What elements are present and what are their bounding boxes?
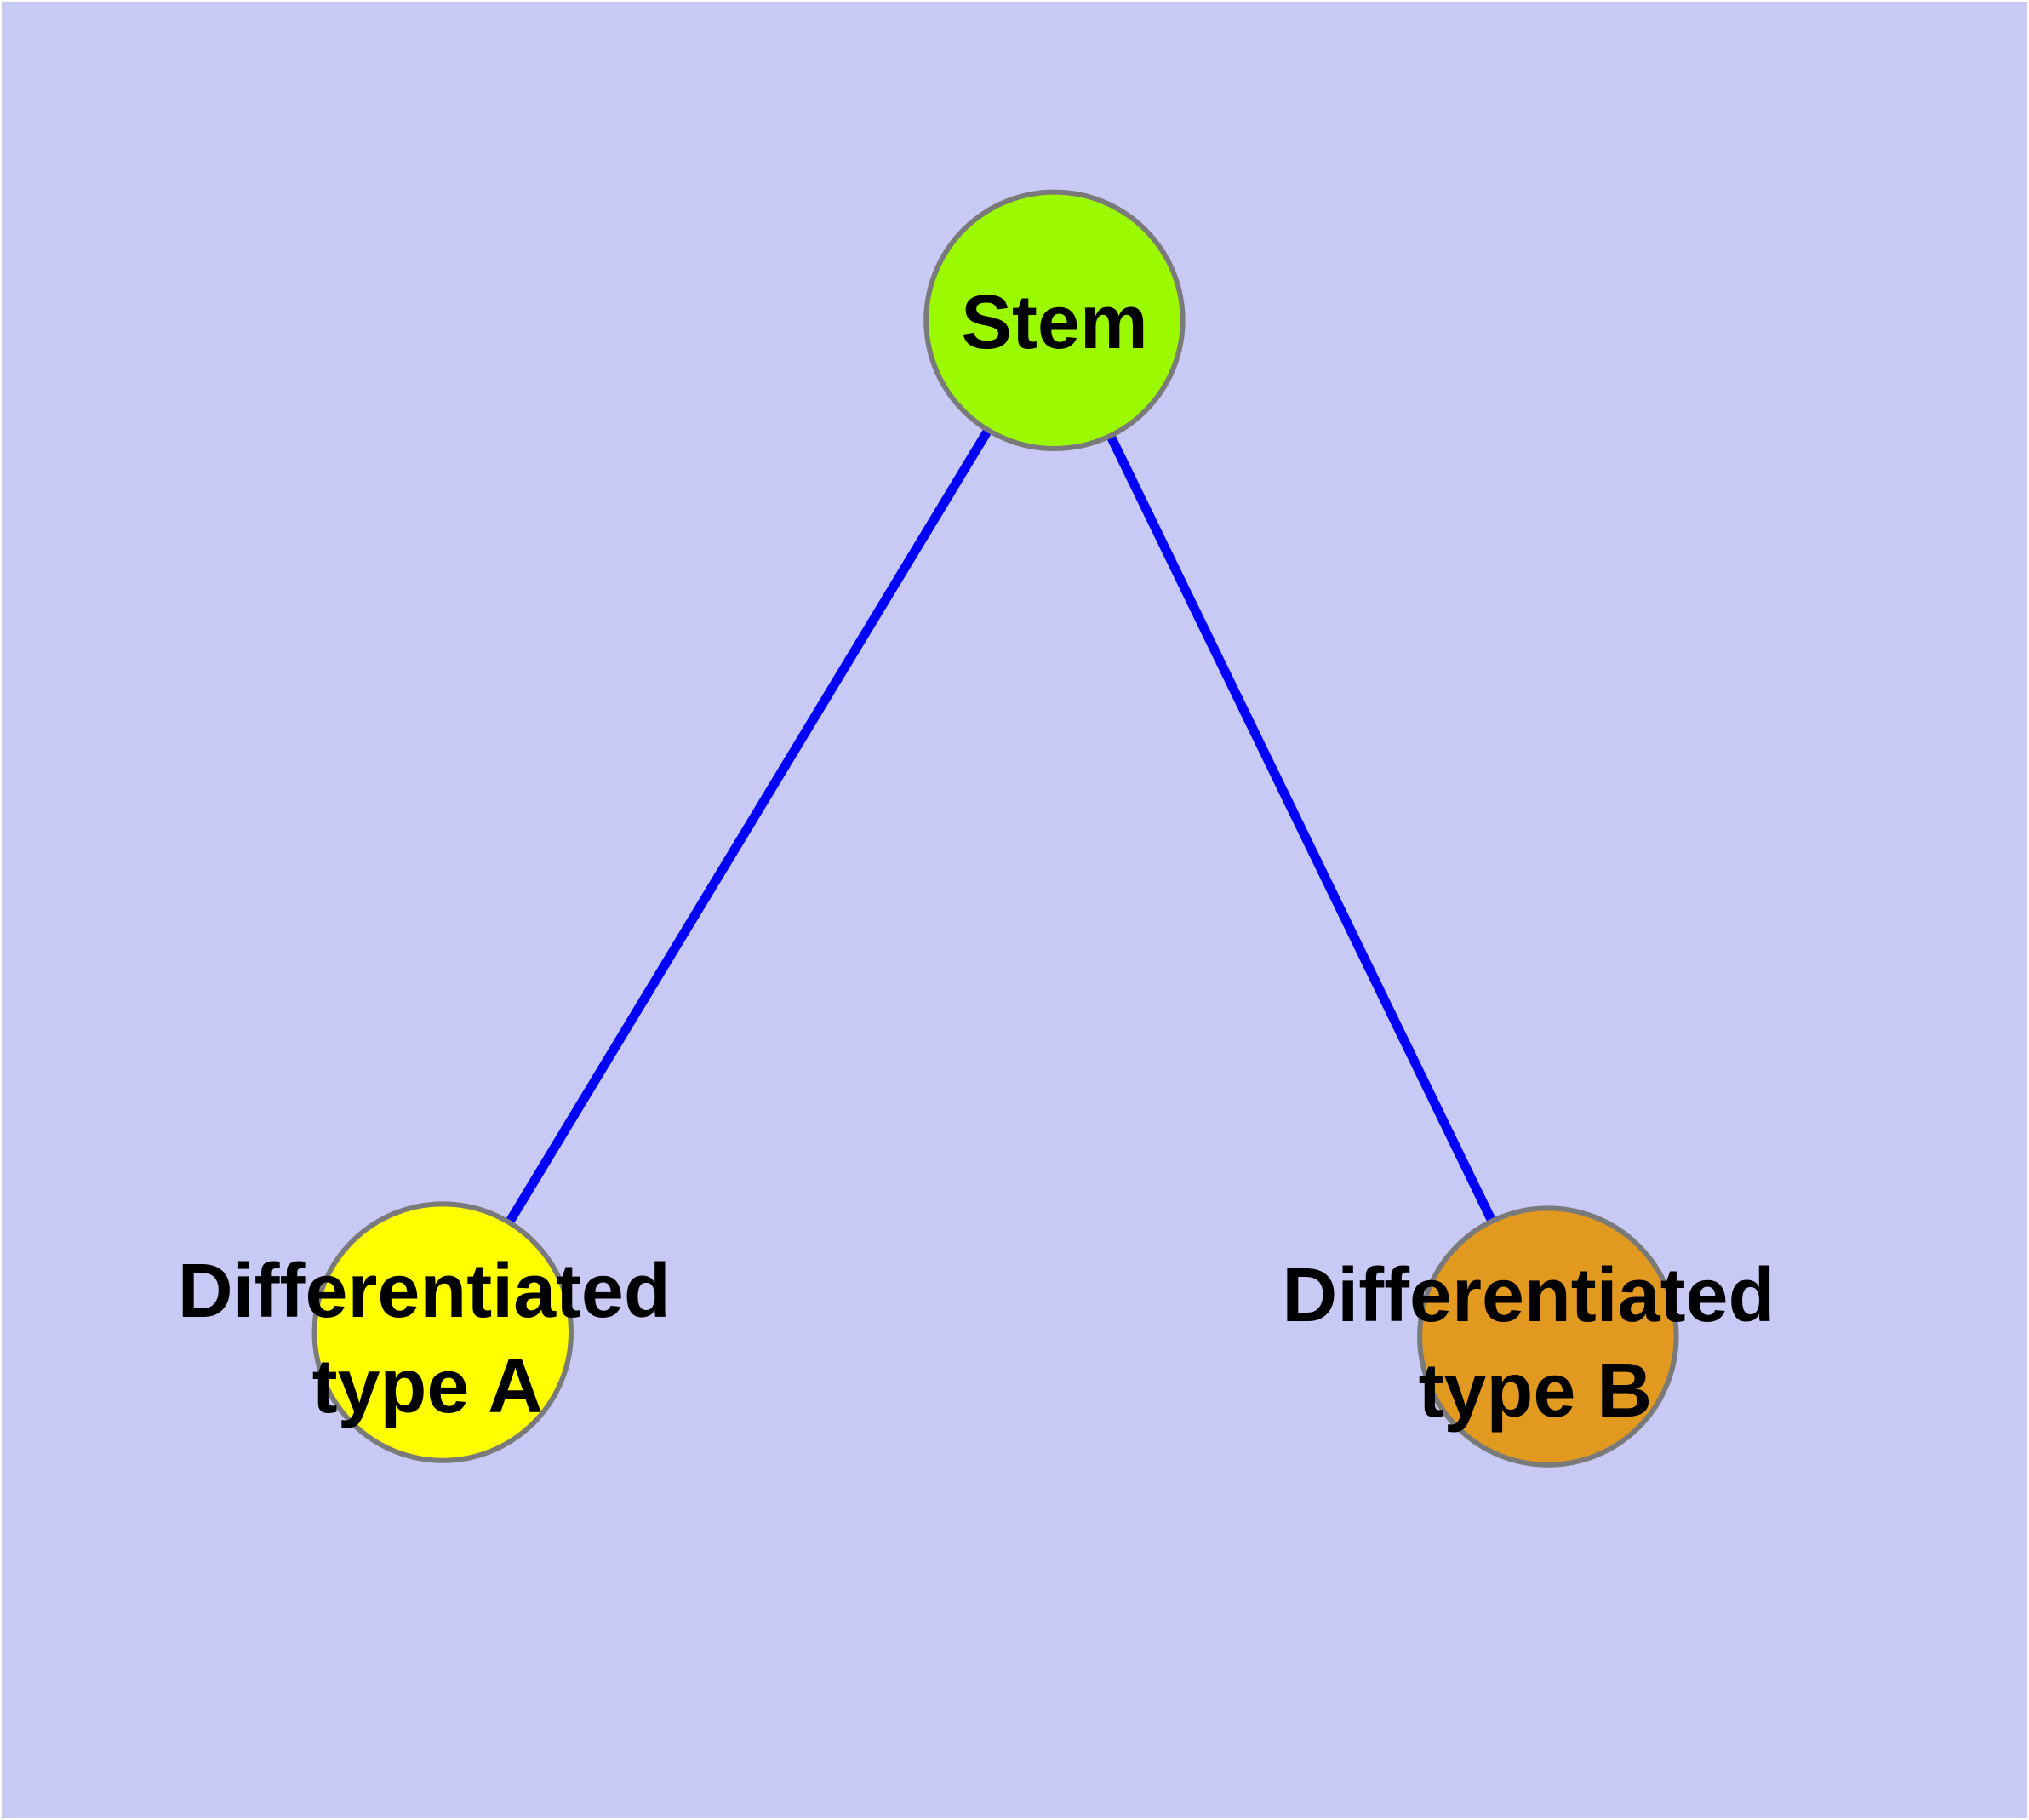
node-differentiated-type-b: [1417, 1205, 1679, 1468]
node-stem: [923, 189, 1186, 452]
node-type-b-label-line1: Differentiated: [1282, 1253, 1775, 1338]
node-stem-label: Stem: [961, 280, 1148, 365]
node-type-a-label-line1: Differentiated: [178, 1249, 671, 1334]
edge-stem-to-type-b: [1049, 318, 1552, 1339]
edge-stem-to-type-a: [438, 318, 1059, 1335]
node-differentiated-type-a: [311, 1201, 574, 1463]
node-type-b-label-line2: type B: [1419, 1348, 1653, 1434]
node-type-a-label-line2: type A: [312, 1344, 543, 1429]
